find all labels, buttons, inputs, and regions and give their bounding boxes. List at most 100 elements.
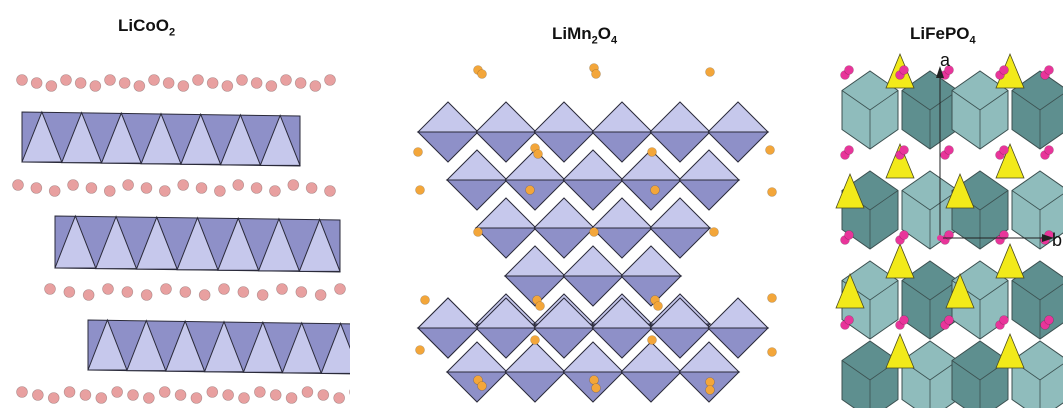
lithium-atom: [944, 65, 954, 75]
lithium-atom: [127, 389, 139, 401]
lifepo4-title: LiFePO4: [910, 24, 976, 47]
manganese-octahedron: [706, 101, 770, 133]
manganese-octahedron: [532, 131, 596, 163]
manganese-octahedron: [445, 179, 509, 211]
lithium-atom: [844, 315, 854, 325]
lithium-atom: [79, 389, 92, 401]
lithium-atom: [74, 77, 87, 89]
lithium-atom: [63, 386, 76, 398]
cobalt-octahedron: [242, 320, 284, 373]
lithium-atom: [765, 145, 775, 155]
lithium-atom: [415, 185, 425, 195]
lithium-atom: [767, 347, 777, 357]
licoo2-title: LiCoO2: [118, 16, 176, 39]
axis-a-arrow: [936, 66, 944, 78]
manganese-octahedron: [445, 371, 509, 403]
lithium-atom: [218, 283, 230, 295]
cobalt-octahedron: [257, 217, 301, 272]
manganese-octahedron: [677, 179, 741, 211]
lithium-atom: [250, 77, 263, 89]
lithium-atom: [709, 227, 719, 237]
lithium-atom: [305, 182, 318, 194]
lithium-atom: [844, 230, 854, 240]
manganese-octahedron: [503, 371, 567, 403]
lithium-atom: [473, 227, 483, 237]
lithium-atom: [103, 185, 116, 197]
cobalt-octahedron: [140, 112, 182, 165]
lithium-atom: [265, 80, 278, 92]
cobalt-octahedron: [281, 321, 322, 374]
lithium-atom: [653, 301, 663, 311]
manganese-octahedron: [619, 179, 683, 211]
lithium-atom: [111, 386, 123, 398]
cobalt-octahedron: [100, 111, 142, 164]
lithium-atom: [647, 335, 657, 345]
manganese-octahedron: [590, 327, 654, 359]
lithium-atom: [530, 335, 540, 345]
manganese-octahedron: [619, 275, 683, 307]
cobalt-octahedron: [87, 318, 128, 371]
licoo2-panel: LiCoO2: [0, 0, 350, 408]
lithium-atom: [140, 182, 153, 194]
lithium-atom: [705, 67, 715, 77]
lithium-atom: [192, 74, 204, 86]
lithium-atom: [118, 77, 131, 89]
manganese-octahedron: [619, 371, 683, 403]
manganese-octahedron: [648, 131, 712, 163]
cobalt-octahedron: [164, 319, 206, 372]
manganese-octahedron: [416, 131, 480, 163]
lithium-atom: [238, 392, 250, 404]
lithium-atom: [85, 182, 98, 194]
lithium-atom: [324, 74, 336, 86]
lithium-atom: [591, 69, 601, 79]
lithium-atom: [45, 80, 58, 92]
lithium-atom: [44, 283, 56, 295]
phosphate-tetrahedron: [835, 272, 865, 309]
lithium-atom: [285, 392, 298, 404]
manganese-octahedron: [474, 131, 538, 163]
lithium-atom: [82, 289, 95, 301]
lithium-atom: [999, 65, 1009, 75]
lithium-atom: [250, 182, 263, 194]
lithium-atom: [30, 182, 43, 194]
manganese-octahedron: [503, 179, 567, 211]
cobalt-octahedron: [217, 216, 260, 271]
lithium-atom: [767, 187, 777, 197]
lithium-atom: [525, 185, 535, 195]
iron-octahedron: [951, 340, 1009, 408]
origin-atom: [937, 235, 943, 241]
lithium-atom: [206, 386, 219, 398]
manganese-octahedron: [474, 227, 538, 259]
lithium-atom: [899, 230, 909, 240]
cobalt-octahedron: [54, 214, 97, 269]
phosphate-tetrahedron: [995, 242, 1025, 279]
lifepo4-structure: [835, 52, 1063, 408]
phosphate-tetrahedron: [995, 142, 1025, 179]
lithium-atom: [47, 392, 60, 404]
axis-b-arrow: [1042, 234, 1054, 242]
lithium-atom: [198, 289, 211, 301]
lithium-atom: [999, 230, 1009, 240]
lithium-atom: [177, 80, 190, 92]
lithium-atom: [944, 230, 954, 240]
manganese-octahedron: [561, 275, 625, 307]
lithium-atom: [236, 74, 248, 86]
lithium-atom: [589, 227, 599, 237]
lithium-atom: [162, 77, 175, 89]
lithium-atom: [222, 389, 234, 401]
axis-b-label: b: [1052, 230, 1063, 250]
cobalt-octahedron: [259, 114, 301, 166]
lithium-atom: [63, 286, 76, 298]
manganese-octahedron: [706, 297, 770, 329]
lithium-atom: [148, 74, 160, 86]
lithium-atom: [589, 375, 599, 385]
lithium-atom: [533, 149, 543, 159]
phosphate-tetrahedron: [995, 332, 1025, 369]
lithium-atom: [280, 74, 292, 86]
manganese-octahedron: [648, 327, 712, 359]
lithium-atom: [314, 289, 327, 301]
lithium-atom: [767, 293, 777, 303]
manganese-octahedron: [590, 101, 654, 133]
lithium-atom: [301, 386, 314, 398]
lithium-atom: [591, 383, 601, 393]
